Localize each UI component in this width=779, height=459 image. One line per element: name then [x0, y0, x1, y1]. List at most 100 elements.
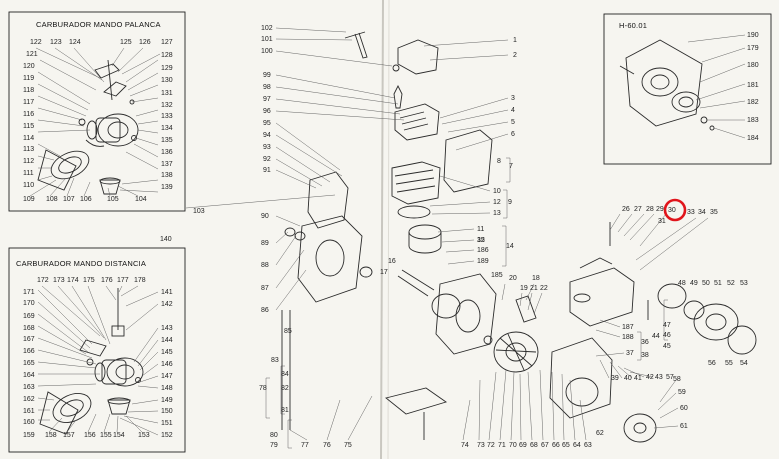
part-number-label: 152 [161, 432, 173, 439]
part-number-label: 167 [23, 336, 35, 343]
part-number-label: 157 [63, 432, 75, 439]
page-gutter [380, 0, 384, 459]
main-leaders [275, 27, 709, 441]
part-number-label: 133 [161, 113, 173, 120]
part-number-label: 122 [30, 39, 42, 46]
part-number-label: 28 [646, 206, 654, 213]
part-number-label: 60 [680, 405, 688, 412]
part-number-label: 12 [493, 199, 501, 206]
part-number-label: 108 [46, 196, 58, 203]
part-number-label: 181 [747, 82, 759, 89]
part-number-label: 71 [498, 442, 506, 449]
part-number-label: 184 [747, 135, 759, 142]
part-number-label: 53 [740, 280, 748, 287]
part-number-label: 117 [23, 99, 34, 106]
part-number-label: 49 [690, 280, 698, 287]
inset-frame [603, 13, 772, 165]
part-number-label: 19 [520, 285, 528, 292]
part-number-label: 185 [491, 272, 503, 279]
part-number-label: 111 [23, 170, 34, 177]
part-number-label: 179 [747, 45, 759, 52]
part-number-label: 188 [622, 334, 634, 341]
part-number-label: 10 [493, 188, 501, 195]
part-number-label: 171 [23, 289, 35, 296]
part-number-label: 172 [37, 277, 49, 284]
part-number-label: 134 [161, 125, 173, 132]
part-number-label: 76 [323, 442, 331, 449]
part-number-label: 35 [710, 209, 718, 216]
part-number-label: 4 [511, 107, 515, 114]
part-number-label: 137 [161, 161, 173, 168]
part-number-label: 166 [23, 348, 35, 355]
part-number-label: 143 [161, 325, 173, 332]
part-number-label: 13 [493, 210, 501, 217]
part-number-label: 136 [161, 149, 173, 156]
part-number-label: 2 [513, 52, 517, 59]
part-number-label: 22 [540, 285, 548, 292]
inset-leaders [37, 285, 159, 436]
part-number-label: 124 [69, 39, 81, 46]
part-number-label: 51 [714, 280, 722, 287]
part-number-label: 155 [100, 432, 112, 439]
part-number-label: 148 [161, 385, 173, 392]
inset-frame [8, 11, 186, 212]
part-number-label: 130 [161, 77, 173, 84]
part-number-label: 119 [23, 75, 34, 82]
part-number-label: 37 [626, 350, 634, 357]
part-number-label: 20 [509, 275, 517, 282]
part-number-label: 52 [727, 280, 735, 287]
part-number-label: 58 [673, 376, 681, 383]
inset-leaders [29, 47, 161, 197]
part-number-label: 129 [161, 65, 173, 72]
part-number-label: 5 [511, 119, 515, 126]
part-number-label: 48 [678, 280, 686, 287]
part-number-label: 120 [23, 63, 35, 70]
part-number-label: 21 [530, 285, 538, 292]
part-number-label: 156 [84, 432, 96, 439]
part-number-label: 73 [477, 442, 485, 449]
part-number-label: 90 [261, 213, 269, 220]
inset-h-60-01: H-60.01 [603, 13, 772, 165]
part-number-label: 142 [161, 301, 173, 308]
part-number-label: 27 [634, 206, 642, 213]
part-number-label: 44 [652, 333, 660, 340]
part-number-label: 85 [284, 328, 292, 335]
part-number-label: 151 [161, 420, 173, 427]
part-number-label: 1 [513, 37, 517, 44]
part-number-label: 180 [747, 62, 759, 69]
part-number-label: 15 [477, 237, 485, 244]
part-number-label: 159 [23, 432, 35, 439]
part-number-label: 104 [135, 196, 147, 203]
part-number-label: 41 [634, 375, 642, 382]
part-number-label: 105 [107, 196, 119, 203]
leader-103 [185, 194, 336, 209]
part-number-label: 31 [658, 218, 666, 225]
part-number-label: 186 [477, 247, 489, 254]
part-number-label: 189 [477, 258, 489, 265]
part-number-label: 42 [646, 374, 654, 381]
part-number-label: 6 [511, 131, 515, 138]
part-number-label: 98 [263, 84, 271, 91]
part-number-label: 61 [680, 423, 688, 430]
part-number-label: 116 [23, 111, 34, 118]
part-number-label: 131 [161, 90, 173, 97]
part-number-label: 177 [117, 277, 129, 284]
part-number-label: 173 [53, 277, 65, 284]
part-number-label: 26 [622, 206, 630, 213]
part-number-label: 97 [263, 96, 271, 103]
part-number-label: 74 [461, 442, 469, 449]
part-number-label: 79 [270, 442, 278, 449]
part-number-label: 170 [23, 300, 35, 307]
part-number-label: 115 [23, 123, 34, 130]
part-number-label: 135 [161, 137, 173, 144]
carburettor-drawing [37, 59, 139, 195]
part-number-label: 30 [668, 207, 676, 214]
part-number-label: 110 [23, 182, 34, 189]
ref-label: 103 [193, 208, 205, 215]
part-number-label: 68 [530, 442, 538, 449]
part-number-label: 36 [641, 339, 649, 346]
inset-title: H-60.01 [619, 21, 647, 30]
part-number-label: 160 [23, 419, 35, 426]
part-number-label: 3 [511, 95, 515, 102]
